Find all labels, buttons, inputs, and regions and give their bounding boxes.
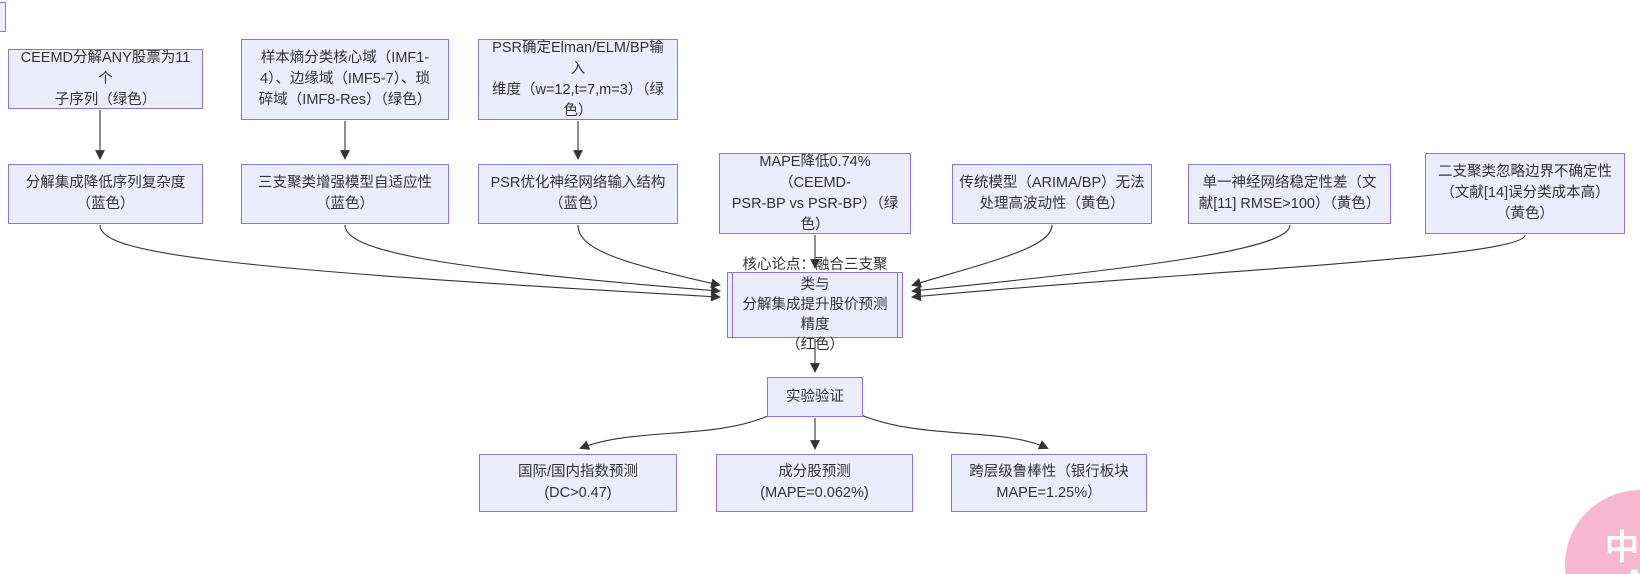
- node-constituent-prediction: 成分股预测 (MAPE=0.062%): [716, 454, 913, 512]
- edge-experiment-to-robustness: [860, 414, 1049, 450]
- watermark-text-line2: AI: [1622, 565, 1640, 574]
- edge-structure-to-core: [577, 224, 721, 289]
- node-ceemd-decompose: CEEMD分解ANY股票为11个 子序列（绿色）: [8, 49, 203, 109]
- node-traditional-models: 传统模型（ARIMA/BP）无法 处理高波动性（黄色）: [952, 164, 1152, 224]
- node-sample-entropy: 样本熵分类核心域（IMF1- 4）、边缘域（IMF5-7）、琐 碎域（IMF8-…: [241, 39, 449, 120]
- node-psr-input-dim: PSR确定Elman/ELM/BP输入 维度（w=12,t=7,m=3）（绿 色…: [478, 39, 678, 120]
- watermark-text-line1: 中文: [1605, 529, 1640, 567]
- node-experiment-validation: 实验验证: [767, 377, 863, 417]
- assistant-watermark-badge[interactable]: 中文 AI: [1565, 490, 1640, 574]
- node-two-way-clustering: 二支聚类忽略边界不确定性 （文献[14]误分类成本高） （黄色）: [1425, 153, 1625, 234]
- clipped-node-sliver: [0, 2, 6, 32]
- node-cross-level-robustness: 跨层级鲁棒性（银行板块 MAPE=1.25%）: [951, 454, 1147, 512]
- node-psr-structure: PSR优化神经网络输入结构 （蓝色）: [478, 164, 678, 224]
- node-mape-reduction: MAPE降低0.74%（CEEMD- PSR-BP vs PSR-BP）（绿 色…: [719, 153, 911, 234]
- edge-singlenn-to-core: [911, 224, 1291, 296]
- edge-traditional-to-core: [911, 224, 1053, 288]
- edge-adaptivity-to-core: [344, 224, 721, 296]
- edge-experiment-to-index: [579, 414, 771, 450]
- edge-twoway-to-core: [911, 234, 1526, 302]
- node-index-prediction: 国际/国内指数预测 (DC>0.47): [479, 454, 677, 512]
- edge-complexity-to-core: [99, 224, 721, 302]
- node-core-thesis: 核心论点：融合三支聚类与 分解集成提升股价预测精度 （红色）: [727, 257, 903, 353]
- node-single-nn-stability: 单一神经网络稳定性差（文 献[11] RMSE>100）（黄色）: [1188, 164, 1391, 224]
- node-decomposition-complexity: 分解集成降低序列复杂度 （蓝色）: [8, 164, 203, 224]
- node-three-way-adaptivity: 三支聚类增强模型自适应性 （蓝色）: [241, 164, 449, 224]
